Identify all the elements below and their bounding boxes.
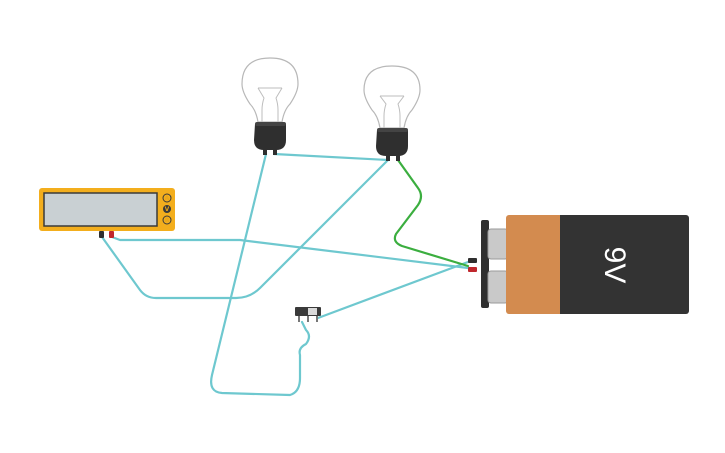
battery-terminal-plate: [481, 220, 489, 308]
battery-label: 9V: [598, 247, 631, 284]
slide-switch-terminal-1[interactable]: [298, 316, 300, 322]
bulb-1-terminal-right[interactable]: [273, 148, 277, 155]
bulb-1-base-rim: [255, 122, 286, 126]
wire-bulb2-to-battery-green[interactable]: [393, 158, 470, 268]
bulb-1[interactable]: [241, 57, 299, 155]
multimeter-mode-a-label: A: [165, 195, 170, 202]
wire-multimeter-to-battery[interactable]: [110, 235, 470, 270]
multimeter-mode-v-label: V: [165, 206, 170, 213]
slide-switch-knob[interactable]: [308, 308, 317, 315]
battery-black-section: [560, 215, 689, 314]
battery-terminal-positive[interactable]: [468, 267, 477, 272]
multimeter-probe-v[interactable]: [109, 231, 114, 238]
bulb-2-terminal-right[interactable]: [396, 154, 400, 161]
battery-copper-section: [506, 215, 566, 314]
wire-bulb1-to-switch[interactable]: [210, 152, 311, 397]
bulb-2[interactable]: [363, 65, 421, 161]
bulb-1-glass: [241, 57, 299, 123]
multimeter-probe-com[interactable]: [99, 231, 104, 238]
multimeter[interactable]: A V R: [39, 188, 175, 238]
battery-negative-cap[interactable]: [487, 270, 509, 304]
battery-section-joint: [560, 215, 568, 314]
battery-positive-cap[interactable]: [487, 228, 509, 260]
wire-bulb1-to-bulb2[interactable]: [272, 152, 390, 162]
multimeter-mode-v-button[interactable]: V: [163, 205, 171, 213]
bulb-1-terminal-left[interactable]: [263, 148, 267, 155]
bulb-1-filament: [257, 87, 283, 122]
multimeter-mode-r-button[interactable]: R: [162, 215, 172, 225]
bulb-2-terminal-left[interactable]: [386, 154, 390, 161]
bulb-2-filament: [379, 95, 405, 128]
wire-bulb2-to-multimeter-com[interactable]: [100, 158, 390, 300]
battery-terminal-negative[interactable]: [468, 258, 477, 263]
wires: [100, 152, 470, 397]
multimeter-mode-a-button[interactable]: A: [162, 193, 172, 203]
slide-switch-terminal-2[interactable]: [307, 316, 309, 322]
wire-switch-to-battery[interactable]: [316, 260, 470, 320]
bulb-2-glass: [363, 65, 421, 129]
bulb-1-base: [254, 124, 286, 150]
multimeter-mode-r-label: R: [165, 217, 170, 224]
slide-switch-terminal-3[interactable]: [316, 316, 318, 322]
slide-switch[interactable]: [295, 307, 321, 322]
battery-9v[interactable]: 9V: [468, 215, 689, 314]
multimeter-screen: [43, 192, 158, 227]
bulb-2-base: [376, 130, 408, 156]
bulb-2-base-rim: [377, 128, 408, 132]
